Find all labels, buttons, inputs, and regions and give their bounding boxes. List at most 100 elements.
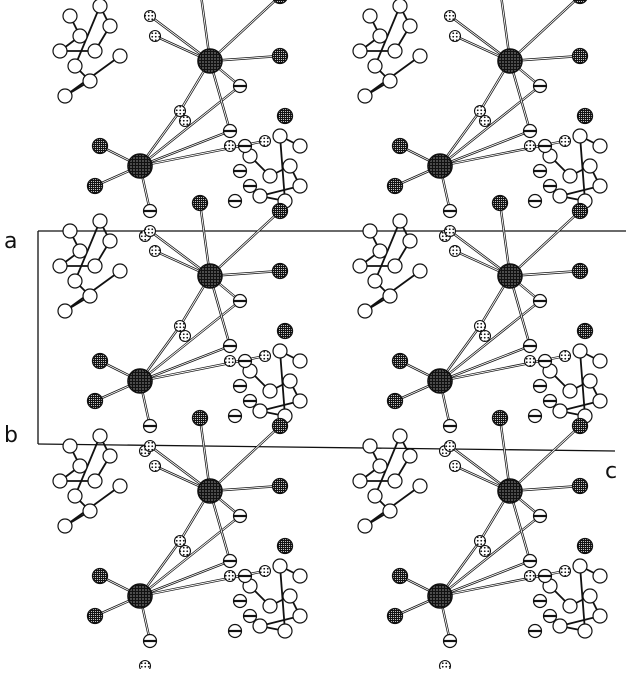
open-atom (572, 343, 588, 359)
crosshatched-atom (576, 537, 594, 555)
open-atom (92, 428, 108, 444)
bond-highlight (209, 210, 281, 277)
open-atom (252, 403, 268, 419)
open-atom (372, 243, 388, 259)
open-atom (392, 428, 408, 444)
dotted-atom (448, 29, 462, 43)
open-atom (252, 188, 268, 204)
open-atom (67, 273, 83, 289)
open-atom (282, 158, 298, 174)
bond-highlight (439, 300, 541, 382)
dotted-atom (148, 244, 162, 258)
open-atom (592, 608, 608, 624)
metal-center (127, 368, 153, 394)
axis-label-c: c (605, 459, 618, 484)
open-atom (562, 598, 578, 614)
cell-edge-bottom (37, 443, 616, 452)
dotted-atom (223, 569, 237, 583)
open-atom (577, 623, 593, 639)
open-atom (87, 258, 103, 274)
open-atom (412, 263, 428, 279)
open-atom (102, 233, 118, 249)
open-atom (572, 558, 588, 574)
open-atom (292, 353, 308, 369)
open-atom (367, 488, 383, 504)
open-atom (582, 158, 598, 174)
open-atom (272, 343, 288, 359)
dotted-atom (523, 569, 537, 583)
dotted-atom (148, 459, 162, 473)
bond-highlight (139, 515, 241, 597)
bond-highlight (209, 0, 277, 62)
bond-highlight (509, 0, 577, 62)
open-atom (57, 518, 73, 534)
open-atom (572, 128, 588, 144)
open-atom (552, 188, 568, 204)
dotted-atom (173, 534, 187, 548)
open-atom (72, 458, 88, 474)
metal-center (497, 478, 523, 504)
crosshatched-atom (571, 202, 589, 220)
open-atom (277, 623, 293, 639)
open-atom (402, 18, 418, 34)
open-atom (357, 303, 373, 319)
crosshatched-atom (391, 137, 409, 155)
metal-center (497, 48, 523, 74)
crosshatched-atom (391, 352, 409, 370)
metal-center (427, 368, 453, 394)
open-atom (292, 568, 308, 584)
dotted-atom (258, 564, 272, 578)
open-atom (262, 383, 278, 399)
dotted-atom (473, 319, 487, 333)
open-atom (382, 503, 398, 519)
open-atom (262, 168, 278, 184)
open-atom (362, 8, 378, 24)
unit-cell-frame (37, 230, 626, 452)
bond-highlight (509, 425, 581, 492)
open-atom (372, 28, 388, 44)
dotted-atom (148, 29, 162, 43)
open-atom (52, 473, 68, 489)
open-atom (412, 478, 428, 494)
dotted-atom (558, 349, 572, 363)
open-atom (367, 58, 383, 74)
open-atom (352, 43, 368, 59)
open-atom (102, 18, 118, 34)
open-atom (582, 588, 598, 604)
open-atom (67, 58, 83, 74)
ligand-bond (579, 135, 586, 202)
crosshatched-atom (571, 477, 589, 495)
open-atom (57, 88, 73, 104)
crosshatched-atom (271, 202, 289, 220)
dotted-atom (438, 659, 452, 673)
bond-highlight (439, 560, 531, 597)
dotted-atom (178, 329, 192, 343)
crosshatched-atom (571, 47, 589, 65)
open-atom (252, 618, 268, 634)
crosshatched-atom (271, 262, 289, 280)
open-atom (82, 73, 98, 89)
crosshatched-atom (391, 567, 409, 585)
dotted-atom (448, 459, 462, 473)
ligand-bond (579, 565, 586, 632)
metal-center (127, 583, 153, 609)
bond-highlight (439, 85, 541, 167)
open-atom (582, 373, 598, 389)
dotted-atom (523, 354, 537, 368)
open-atom (552, 618, 568, 634)
open-atom (52, 43, 68, 59)
dotted-atom (443, 439, 457, 453)
open-atom (72, 28, 88, 44)
dotted-atom (138, 659, 152, 673)
open-atom (292, 138, 308, 154)
crosshatched-atom (576, 322, 594, 340)
open-atom (382, 288, 398, 304)
dotted-atom (478, 544, 492, 558)
bond-highlight (139, 130, 231, 167)
open-atom (62, 8, 78, 24)
open-atom (112, 48, 128, 64)
open-atom (387, 473, 403, 489)
open-atom (357, 88, 373, 104)
ligand-bond (279, 565, 286, 632)
